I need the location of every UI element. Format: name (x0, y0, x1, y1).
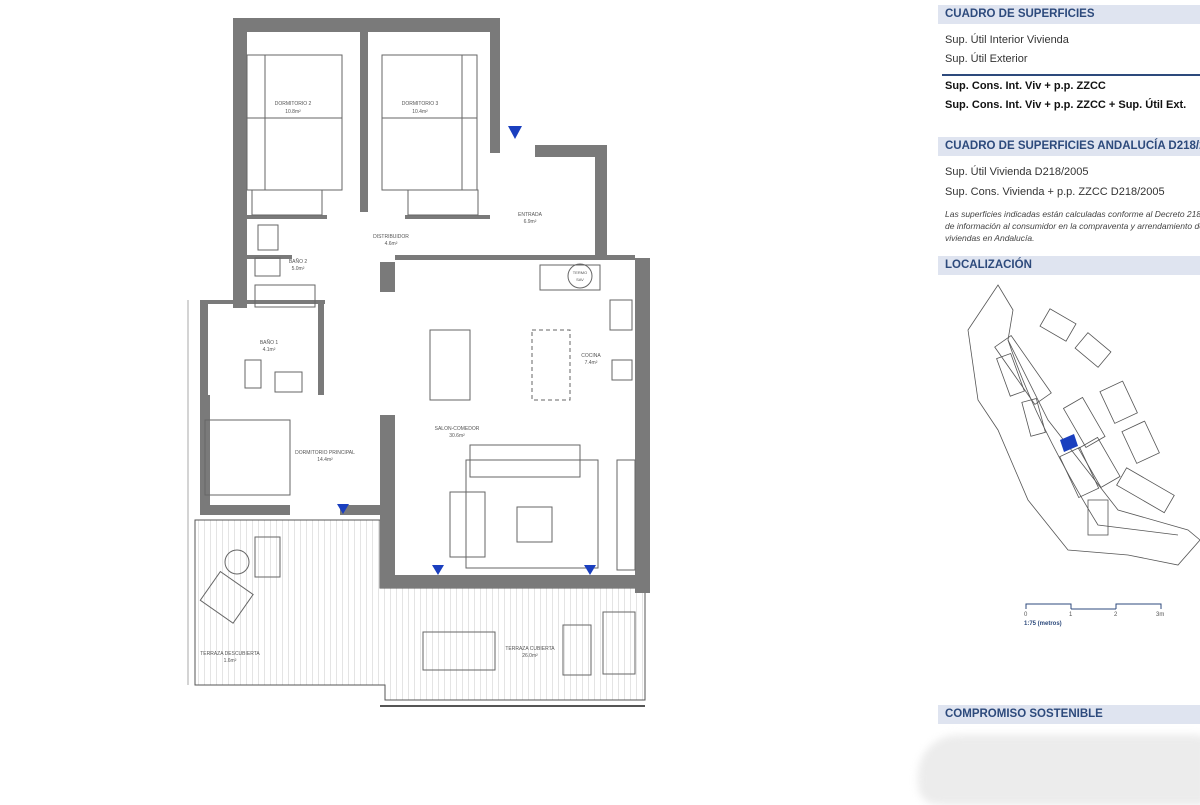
blurred-content (918, 735, 1200, 805)
room-area: 30.6m² (449, 433, 465, 439)
marker-icon (432, 565, 444, 575)
room-name: DISTRIBUIDOR (373, 234, 409, 240)
surface-item-bold: Sup. Cons. Int. Viv + p.p. ZZCC (945, 80, 1106, 92)
room-area: 7.4m² (585, 360, 598, 366)
surface-item: Sup. Útil Vivienda D218/2005 (945, 166, 1089, 178)
room-name: DORMITORIO PRINCIPAL (295, 450, 355, 456)
surface-item: Sup. Útil Exterior (945, 53, 1028, 65)
scale-label: 1:75 (metros) (1024, 621, 1062, 627)
room-name: COCINA (581, 353, 601, 359)
room-area: 1.6m² (224, 658, 237, 664)
floor-plan: DORMITORIO 2 10.8m² DORMITORIO 3 10.4m² … (187, 18, 650, 707)
room-name: DORMITORIO 3 (402, 101, 439, 107)
surface-item: Sup. Útil Interior Vivienda (945, 34, 1069, 46)
room-name: TERRAZA CUBIERTA (505, 646, 555, 652)
surface-item: Sup. Cons. Vivienda + p.p. ZZCC D218/200… (945, 186, 1165, 198)
section-header-cuadro: CUADRO DE SUPERFICIES (938, 5, 1200, 24)
surface-item-bold: Sup. Cons. Int. Viv + p.p. ZZCC + Sup. Ú… (945, 99, 1187, 111)
room-area: 26.0m² (522, 653, 538, 659)
section-header-sostenible: COMPROMISO SOSTENIBLE (938, 705, 1200, 724)
room-area: 14.4m² (317, 457, 333, 463)
scale-tick: 0 (1024, 612, 1028, 618)
marker-icon (337, 504, 349, 514)
room-area: 10.4m² (412, 109, 428, 115)
scale-tick: 1 (1069, 612, 1073, 618)
room-area: 4.1m² (263, 347, 276, 353)
info-panel: CUADRO DE SUPERFICIES Sup. Útil Interior… (918, 0, 1200, 805)
divider (942, 74, 1200, 76)
scale-tick: 2 (1114, 612, 1118, 618)
legal-note: Las superficies indicadas están calculad… (945, 208, 1200, 244)
marker-icon (584, 565, 596, 575)
room-name: BAÑO 2 (289, 258, 308, 265)
section-header-andalucia: CUADRO DE SUPERFICIES ANDALUCÍA D218/200… (938, 137, 1200, 156)
room-area: 10.8m² (285, 109, 301, 115)
location-highlight (1060, 434, 1078, 452)
scale-tick: 3m (1156, 612, 1164, 618)
room-name: BAÑO 1 (260, 339, 279, 346)
note-line: Las superficies indicadas están calculad… (945, 209, 1200, 219)
room-name: DORMITORIO 2 (275, 101, 312, 107)
room-labels: DORMITORIO 2 10.8m² DORMITORIO 3 10.4m² … (200, 101, 601, 664)
note-line: de información al consumidor en la compr… (945, 221, 1200, 231)
walls (200, 18, 650, 593)
terrace-area (187, 300, 646, 707)
room-name: TERRAZA DESCUBIERTA (200, 651, 260, 657)
view-markers (337, 126, 596, 575)
room-name: ENTRADA (518, 212, 543, 218)
location-map (967, 284, 1200, 566)
furniture (199, 54, 636, 676)
termo-label: SAV (576, 277, 584, 282)
marker-icon (508, 126, 522, 139)
note-line: viviendas en Andalucía. (945, 233, 1035, 243)
room-name: SALON-COMEDOR (435, 426, 480, 432)
section-header-localizacion: LOCALIZACIÓN (938, 256, 1200, 275)
room-area: 6.9m² (524, 219, 537, 225)
scale-bar: 0 1 2 3m 1:75 (metros) (1024, 603, 1164, 627)
room-area: 4.6m² (385, 241, 398, 247)
room-area: 5.0m² (292, 266, 305, 272)
termo-label: TERMO (573, 270, 587, 275)
